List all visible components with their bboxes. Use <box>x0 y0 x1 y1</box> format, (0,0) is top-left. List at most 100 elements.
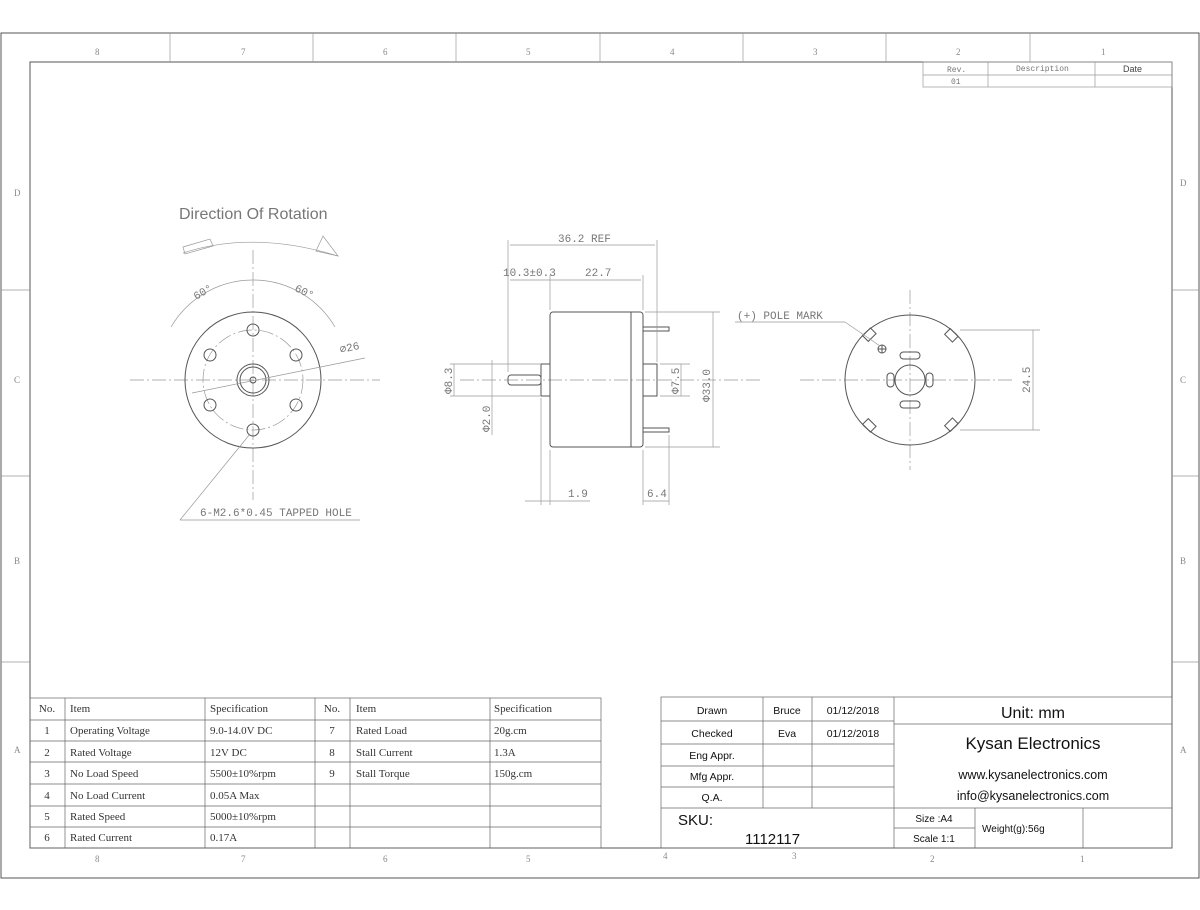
dim-boss-front: Φ8.3 <box>444 368 456 394</box>
company-email: info@kysanelectronics.com <box>957 789 1109 803</box>
approval-role: Mfg Appr. <box>690 771 734 783</box>
zone-col: 3 <box>792 851 797 861</box>
pole-mark-label: (+) POLE MARK <box>737 311 823 323</box>
spec-header: No. <box>324 703 340 715</box>
rev-value: 01 <box>951 78 961 87</box>
weight: Weight(g):56g <box>982 824 1045 835</box>
zone-row: B <box>1180 556 1186 566</box>
tapped-hole <box>289 398 303 412</box>
spec-cell: 5 <box>44 811 50 823</box>
spec-cell: 2 <box>44 747 50 759</box>
spec-cell: Rated Load <box>356 725 408 737</box>
zone-labels-top: 8 7 6 5 4 3 2 1 <box>95 47 1106 57</box>
spec-header: Item <box>356 703 377 715</box>
title-block-text: Unit: mm Kysan Electronics www.kysanelec… <box>678 705 1109 848</box>
rotation-arrowhead-right <box>315 235 339 257</box>
spec-cell: 12V DC <box>210 747 247 759</box>
rotation-title: Direction Of Rotation <box>179 206 328 223</box>
approval-role: Checked <box>691 728 733 740</box>
approval-date: 01/12/2018 <box>827 728 880 740</box>
dim-overall: 36.2 REF <box>558 234 611 246</box>
rear-view: (+) POLE MARK 24.5 <box>735 290 1040 470</box>
approval-role: Eng Appr. <box>689 750 735 762</box>
zone-col: 6 <box>383 47 388 57</box>
zone-row: A <box>1180 745 1187 755</box>
spec-header: Specification <box>494 703 553 715</box>
spec-cell: 0.17A <box>210 832 237 844</box>
terminal-tab <box>861 417 877 433</box>
terminal <box>642 326 670 332</box>
terminal-tab <box>861 327 877 343</box>
spec-cell: 6 <box>44 832 50 844</box>
spec-cell: 5000±10%rpm <box>210 811 276 823</box>
company-name: Kysan Electronics <box>965 734 1100 753</box>
approval-role: Q.A. <box>701 792 722 804</box>
zone-row: C <box>1180 375 1186 385</box>
spec-cell: 20g.cm <box>494 725 527 737</box>
dim-boss-rear: Φ7.5 <box>671 368 683 394</box>
spec-cell: 9.0-14.0V DC <box>210 725 272 737</box>
zone-col: 2 <box>930 854 935 864</box>
zone-row: A <box>14 745 21 755</box>
dim-body-length: 22.7 <box>585 268 611 280</box>
spec-cell: No Load Speed <box>70 768 139 780</box>
spec-cell: 1 <box>44 725 50 737</box>
spec-cell: 0.05A Max <box>210 790 260 802</box>
spec-cell: 4 <box>44 790 50 802</box>
spec-cell: Stall Current <box>356 747 413 759</box>
spec-header: Specification <box>210 703 269 715</box>
dim-shaft-length: 10.3±0.3 <box>503 268 556 280</box>
drawing-scale: Scale 1:1 <box>913 834 955 845</box>
spec-cell: Operating Voltage <box>70 725 150 737</box>
terminal-tab <box>943 417 959 433</box>
zone-row: C <box>14 375 20 385</box>
zone-col: 2 <box>956 47 961 57</box>
approval-name: Bruce <box>773 705 801 717</box>
zone-col: 3 <box>813 47 818 57</box>
dim-terminal-spacing: 24.5 <box>1022 367 1034 393</box>
zone-col: 8 <box>95 854 100 864</box>
sku-label: SKU: <box>678 812 713 829</box>
dim-body-dia: Φ33.0 <box>702 369 714 402</box>
zone-row: B <box>14 556 20 566</box>
spec-cell: No Load Current <box>70 790 145 802</box>
bolt-circle-dim: ⌀26 <box>339 341 361 357</box>
spec-cell: 9 <box>329 768 335 780</box>
zone-col: 7 <box>241 854 246 864</box>
dim-boss-thickness: 1.9 <box>568 489 588 501</box>
angle-left-label: 60° <box>192 283 215 303</box>
zone-col: 5 <box>526 47 531 57</box>
side-view: 36.2 REF 10.3±0.3 22.7 Φ8.3 Φ2.0 Φ7.5 Φ3… <box>444 234 760 505</box>
date-header: Date <box>1123 64 1142 74</box>
zone-col: 7 <box>241 47 246 57</box>
terminal <box>642 427 670 433</box>
approval-name: Eva <box>778 728 796 740</box>
spec-table <box>29 697 602 849</box>
zone-col: 4 <box>670 47 675 57</box>
spec-cell: 8 <box>329 747 335 759</box>
spec-cell: Rated Voltage <box>70 747 132 759</box>
spec-cell: Rated Speed <box>70 811 126 823</box>
dim-terminal-length: 6.4 <box>647 489 667 501</box>
zone-col: 4 <box>663 851 668 861</box>
dim-shaft-dia: Φ2.0 <box>482 406 494 432</box>
revision-table: Rev. Description Date 01 <box>922 61 1173 88</box>
tapped-hole <box>203 348 217 362</box>
zone-labels-sides: D C B A D C B A <box>14 178 1187 755</box>
unit-label: Unit: mm <box>1001 705 1065 722</box>
spec-header: Item <box>70 703 91 715</box>
zone-row: D <box>14 188 21 198</box>
zone-ticks <box>1 33 1199 663</box>
tapped-hole <box>289 348 303 362</box>
tapped-hole-note: 6-M2.6*0.45 TAPPED HOLE <box>200 508 352 520</box>
approval-role: Drawn <box>697 705 728 717</box>
rev-header: Rev. <box>947 66 966 75</box>
tapped-hole <box>246 323 260 337</box>
front-view: Direction Of Rotation 60° 60° ⌀26 6-M2.6… <box>130 206 380 521</box>
approval-date: 01/12/2018 <box>827 705 880 717</box>
spec-cell: 3 <box>44 768 50 780</box>
zone-row: D <box>1180 178 1187 188</box>
description-header: Description <box>1016 65 1069 74</box>
